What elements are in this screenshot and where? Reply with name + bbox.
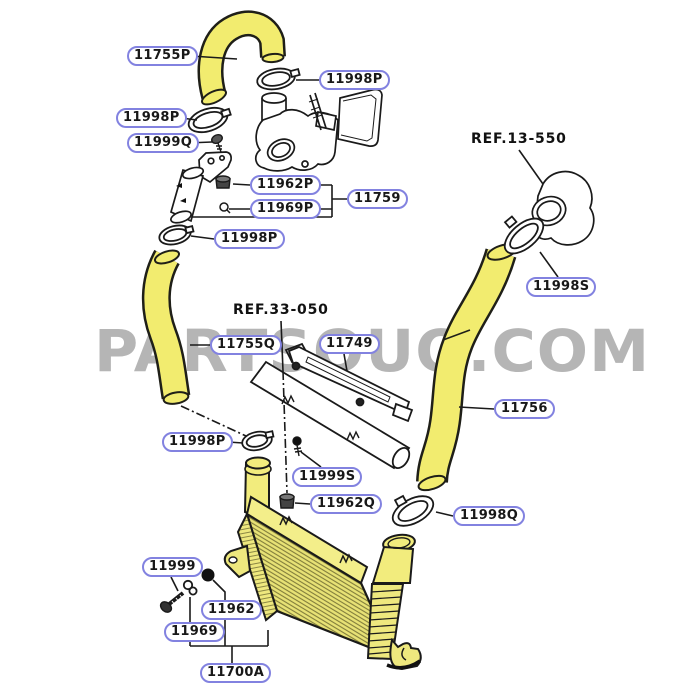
- turbo-outlet-ref-13-550-art: [531, 170, 595, 246]
- ref-label-33-050: REF.33-050: [233, 302, 329, 318]
- bolt-11999s-art: [292, 436, 303, 457]
- part-label-11998p-mid[interactable]: 11998P: [214, 229, 285, 249]
- part-label-11998p-left[interactable]: 11998P: [116, 108, 187, 128]
- grommet-11969-art: [182, 579, 198, 596]
- part-label-11755p[interactable]: 11755P: [127, 46, 198, 66]
- part-label-11755q[interactable]: 11755Q: [210, 335, 283, 355]
- part-label-11962p[interactable]: 11962P: [250, 175, 321, 195]
- clamp-11998p-left-art: [187, 106, 232, 134]
- part-label-11998s[interactable]: 11998S: [526, 277, 597, 297]
- ref-label-13-550: REF.13-550: [471, 131, 567, 147]
- nut-11962q-art: [279, 493, 295, 509]
- hose-11755q-art: [141, 249, 191, 405]
- plug-11962-art: [201, 568, 215, 582]
- part-label-11700a[interactable]: 11700A: [200, 663, 272, 683]
- clamp-11998p-top-art: [256, 67, 301, 91]
- part-label-11756[interactable]: 11756: [494, 399, 555, 419]
- part-label-11999[interactable]: 11999: [142, 557, 203, 577]
- crossmember-ref-33-050-art: [249, 360, 411, 470]
- part-label-11969p[interactable]: 11969P: [250, 199, 321, 219]
- part-label-11962[interactable]: 11962: [201, 600, 262, 620]
- part-label-11962q[interactable]: 11962Q: [310, 494, 383, 514]
- part-label-11998p-lower[interactable]: 11998P: [162, 432, 233, 452]
- part-label-11999s[interactable]: 11999S: [292, 467, 363, 487]
- intercooler-11700a-art: [223, 456, 422, 671]
- part-label-11749[interactable]: 11749: [319, 334, 380, 354]
- pipe-bracket-11759-art: [169, 151, 232, 224]
- bolt-11969p-art: [219, 202, 231, 214]
- hose-11755p-art: [197, 10, 286, 106]
- clamp-11998q-art: [391, 494, 435, 527]
- clamp-11998p-mid-art: [158, 224, 195, 246]
- nut-11962p-art: [215, 175, 231, 189]
- clamp-11998s-art: [503, 215, 545, 255]
- clamp-11998p-lower-art: [241, 430, 275, 452]
- part-label-11998q[interactable]: 11998Q: [453, 506, 526, 526]
- part-label-11969[interactable]: 11969: [164, 622, 225, 642]
- bolt-11999q-art: [211, 133, 223, 153]
- turbocharger-art: [254, 88, 383, 172]
- part-label-11759[interactable]: 11759: [347, 189, 408, 209]
- hose-11756-art: [416, 243, 518, 492]
- part-label-11999q[interactable]: 11999Q: [127, 133, 200, 153]
- bracket-11749-art: [284, 342, 414, 423]
- part-label-11998p-top[interactable]: 11998P: [319, 70, 390, 90]
- bolt-11999-art: [159, 591, 185, 613]
